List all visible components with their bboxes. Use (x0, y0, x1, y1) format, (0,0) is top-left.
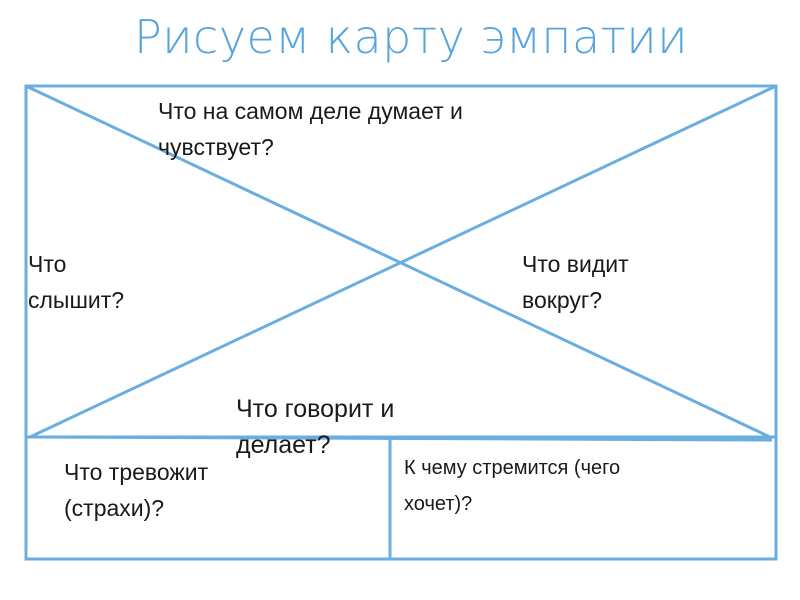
says-does-label: Что говорит и делает? (236, 395, 395, 459)
sees-label: Что видит вокруг? (522, 251, 629, 313)
pains-label: Что тревожит (страхи)? (64, 459, 209, 521)
diagonal-line-2 (29, 84, 777, 439)
diagonal-line-1 (25, 84, 771, 439)
lower-frame (24, 435, 778, 561)
gains-label: К чему стремится (чего хочет)? (404, 457, 621, 515)
thinks-feels-label: Что на самом деле думает и чувствует? (158, 98, 463, 160)
hears-label: Что слышит? (28, 251, 125, 313)
slide-title: Рисуем карту эмпатии (134, 10, 689, 64)
